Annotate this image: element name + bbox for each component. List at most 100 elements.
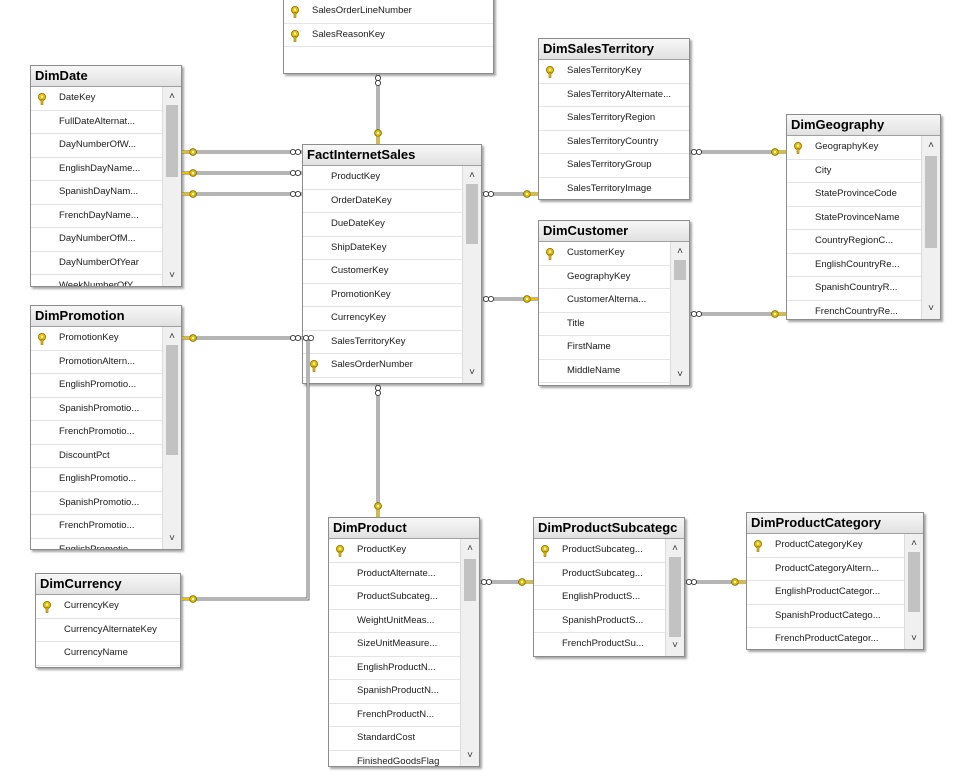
scrollbar[interactable]: ˄˅ <box>665 539 684 656</box>
column-row[interactable]: SalesTerritoryCountry <box>539 131 689 154</box>
column-row[interactable]: SalesOrderLineNumber <box>284 0 493 24</box>
relationship-connector[interactable] <box>182 334 302 342</box>
column-row[interactable]: SalesOrderNumber <box>303 354 463 378</box>
column-row[interactable]: OrderDateKey <box>303 190 463 213</box>
column-row[interactable]: SalesTerritoryKey <box>539 60 689 84</box>
relationship-connector[interactable] <box>374 384 382 517</box>
column-row[interactable]: SpanishPromotio... <box>31 398 163 421</box>
column-row[interactable]: FrenchDayName... <box>31 205 163 228</box>
column-row[interactable]: SpanishDayNam... <box>31 181 163 205</box>
relationship-connector[interactable] <box>182 148 302 156</box>
column-row[interactable]: EnglishPromotio... <box>31 468 163 492</box>
relationship-connector[interactable] <box>374 74 382 144</box>
chevron-down-icon[interactable]: ˅ <box>169 270 175 281</box>
chevron-up-icon[interactable]: ˄ <box>169 331 175 342</box>
table-title[interactable]: DimDate <box>31 66 181 87</box>
column-row[interactable]: DayNumberOfW... <box>31 134 163 158</box>
chevron-down-icon[interactable]: ˅ <box>169 533 175 544</box>
column-row[interactable]: EnglishDayName... <box>31 158 163 181</box>
chevron-up-icon[interactable]: ˄ <box>469 170 475 181</box>
column-row[interactable]: ShipDateKey <box>303 237 463 260</box>
chevron-down-icon[interactable]: ˅ <box>469 367 475 378</box>
chevron-down-icon[interactable]: ˅ <box>672 640 678 651</box>
scroll-thumb[interactable] <box>925 156 937 248</box>
table-title[interactable]: DimSalesTerritory <box>539 39 689 60</box>
relationship-connector[interactable] <box>685 578 746 586</box>
column-row[interactable]: SizeUnitMeasure... <box>329 633 461 657</box>
column-row[interactable]: ProductSubcateg... <box>329 586 461 610</box>
column-row[interactable]: SpanishProductS... <box>534 610 666 633</box>
column-row[interactable]: SpanishPromotio... <box>31 492 163 515</box>
column-row[interactable]: DiscountPct <box>31 445 163 468</box>
column-row[interactable]: DateKey <box>31 87 163 111</box>
column-row[interactable]: WeightUnitMeas... <box>329 610 461 633</box>
column-row[interactable]: EnglishProductN... <box>329 657 461 680</box>
column-row[interactable]: SalesOrderLineNumber <box>303 378 463 384</box>
column-row[interactable]: FrenchProductN... <box>329 704 461 727</box>
chevron-up-icon[interactable]: ˄ <box>672 543 678 554</box>
column-row[interactable]: ProductAlternate... <box>329 563 461 586</box>
column-row[interactable]: SalesReasonKey <box>284 24 493 47</box>
column-row[interactable]: FrenchCountryRe... <box>787 301 922 320</box>
relationship-connector[interactable] <box>182 334 315 603</box>
relationship-connector[interactable] <box>480 578 533 586</box>
column-row[interactable]: FinishedGoodsFlag <box>329 751 461 767</box>
column-row[interactable]: ProductKey <box>329 539 461 563</box>
scroll-thumb[interactable] <box>669 557 681 637</box>
scroll-thumb[interactable] <box>466 184 478 244</box>
scroll-thumb[interactable] <box>674 260 686 280</box>
column-row[interactable]: CustomerKey <box>539 242 671 266</box>
column-row[interactable]: CurrencyKey <box>36 595 180 619</box>
column-row[interactable]: CurrencyAlternateKey <box>36 619 180 642</box>
scrollbar[interactable]: ˄˅ <box>670 242 689 385</box>
scrollbar[interactable]: ˄˅ <box>162 87 181 286</box>
scroll-thumb[interactable] <box>166 345 178 455</box>
column-row[interactable]: SalesTerritoryRegion <box>539 107 689 131</box>
column-row[interactable]: DayNumberOfYear <box>31 252 163 275</box>
chevron-down-icon[interactable]: ˅ <box>677 369 683 380</box>
column-row[interactable]: EnglishProductS... <box>534 586 666 610</box>
column-row[interactable]: PromotionKey <box>303 284 463 307</box>
column-row[interactable]: City <box>787 160 922 183</box>
column-row[interactable]: CustomerAlterna... <box>539 289 671 313</box>
chevron-down-icon[interactable]: ˅ <box>911 633 917 644</box>
column-row[interactable]: SalesTerritoryAlternate... <box>539 84 689 107</box>
column-row[interactable]: FrenchProductSu... <box>534 633 666 656</box>
column-row[interactable]: SpanishProductCatego... <box>747 605 905 628</box>
column-row[interactable]: ProductCategoryKey <box>747 534 905 558</box>
chevron-up-icon[interactable]: ˄ <box>169 91 175 102</box>
scrollbar[interactable]: ˄˅ <box>904 534 923 649</box>
relationship-connector[interactable] <box>690 148 786 156</box>
scrollbar[interactable]: ˄˅ <box>462 166 481 383</box>
column-row[interactable]: CurrencyKey <box>303 307 463 331</box>
scrollbar[interactable]: ˄˅ <box>921 136 940 319</box>
column-row[interactable]: CustomerKey <box>303 260 463 284</box>
scroll-thumb[interactable] <box>166 105 178 177</box>
scrollbar[interactable]: ˄˅ <box>162 327 181 549</box>
column-row[interactable]: FirstName <box>539 336 671 360</box>
column-row[interactable]: LastName <box>539 383 671 385</box>
column-row[interactable]: SalesTerritoryGroup <box>539 154 689 178</box>
table-title[interactable]: FactInternetSales <box>303 145 481 166</box>
column-row[interactable]: CountryRegionC... <box>787 230 922 254</box>
column-row[interactable]: FrenchProductCategor... <box>747 628 905 649</box>
column-row[interactable]: StateProvinceCode <box>787 183 922 207</box>
chevron-up-icon[interactable]: ˄ <box>677 246 683 257</box>
column-row[interactable]: EnglishProductCategor... <box>747 581 905 605</box>
column-row[interactable]: SpanishCountryR... <box>787 277 922 301</box>
scroll-thumb[interactable] <box>908 552 920 612</box>
column-row[interactable]: GeographyKey <box>539 266 671 289</box>
column-row[interactable]: PromotionKey <box>31 327 163 351</box>
table-title[interactable]: DimPromotion <box>31 306 181 327</box>
scroll-thumb[interactable] <box>464 559 476 601</box>
column-row[interactable]: DayNumberOfM... <box>31 228 163 252</box>
